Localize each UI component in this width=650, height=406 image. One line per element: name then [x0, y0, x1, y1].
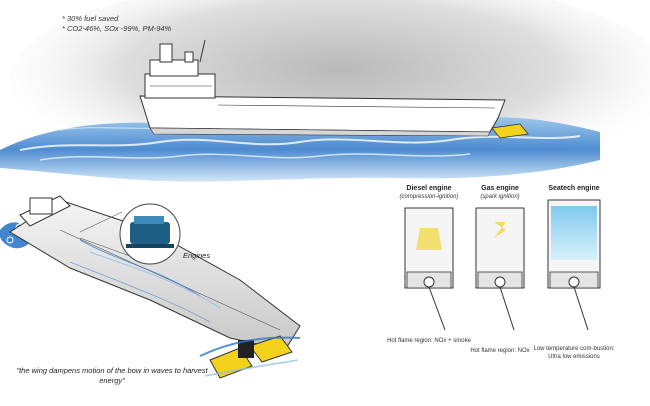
- diesel-title: Diesel engine: [406, 185, 452, 192]
- seatech-caption: Low temperature com-bustion: Ultra low e…: [533, 346, 615, 360]
- engines-callout-label: Engines: [183, 251, 211, 260]
- engine-zoom-bubble: [79, 203, 181, 265]
- bow-wing-large: [199, 335, 301, 379]
- gas-subtitle: (spark ignition): [480, 194, 520, 200]
- seatech-title: Seatech engine: [548, 185, 600, 192]
- diesel-subtitle: (compression-ignition): [399, 194, 459, 200]
- note-fuel-saved: * 30% fuel saved: [62, 14, 119, 23]
- diesel-caption: Hot flame region: NOx + smoke: [387, 338, 471, 344]
- cargo-ship-top: [139, 39, 506, 137]
- note-emissions: * CO2-46%, SOx -99%, PM-94%: [62, 24, 172, 33]
- gas-title: Gas engine: [481, 185, 519, 192]
- gas-caption: Hot flame region: NOx: [470, 348, 530, 354]
- piston-gas: [475, 207, 525, 331]
- wing-quote: "the wing dampens motion of the bow in w…: [16, 366, 208, 385]
- bow-wing-small: [491, 123, 529, 139]
- wave-crests: [19, 135, 581, 151]
- piston-seatech: [547, 199, 601, 331]
- piston-diesel: [404, 207, 454, 331]
